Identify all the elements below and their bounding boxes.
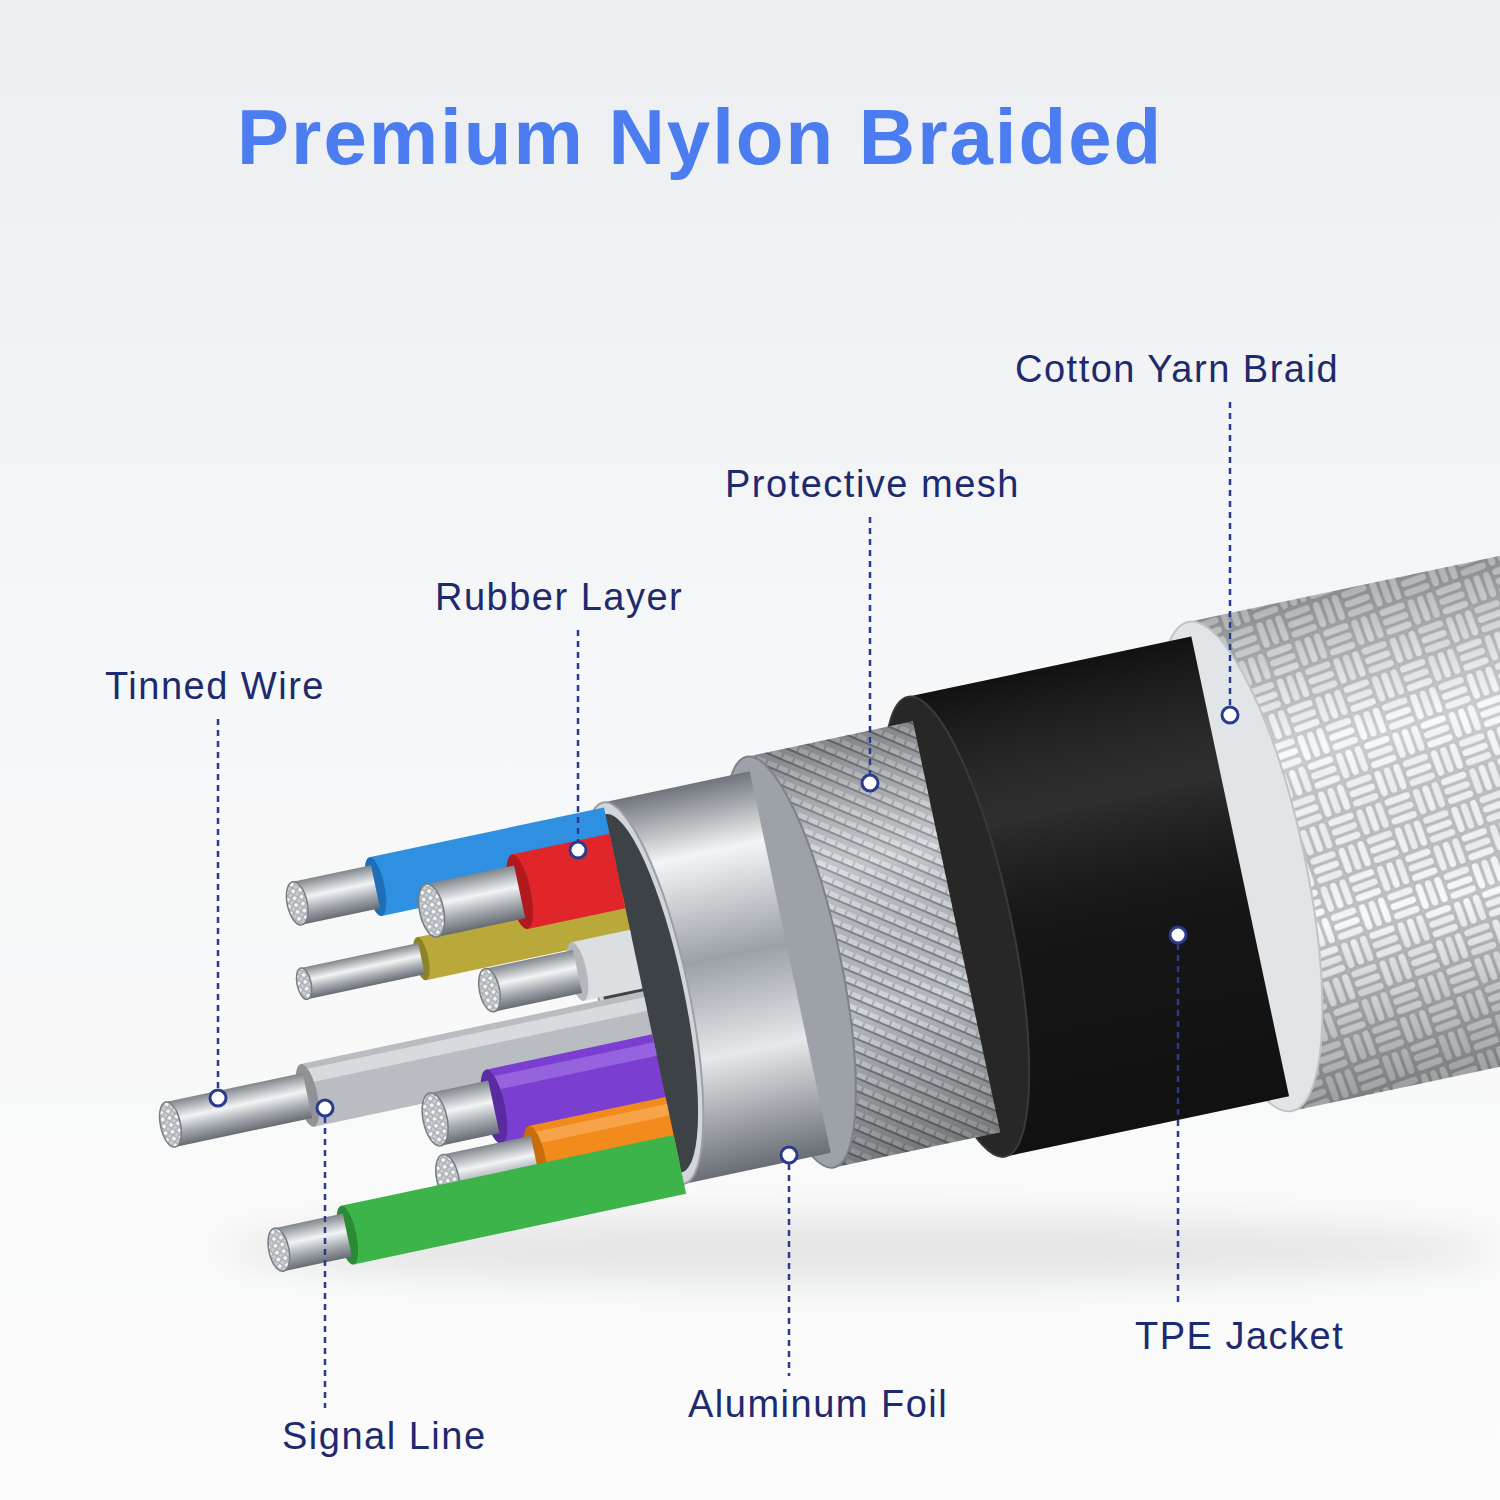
conductor-end xyxy=(294,967,314,1001)
part-label: TPE Jacket xyxy=(1135,1314,1344,1360)
leader-line xyxy=(1177,944,1180,1306)
part-label: Protective mesh xyxy=(725,462,1020,508)
conductor-end xyxy=(414,882,449,940)
leader-line xyxy=(869,517,872,774)
insulation-highlight xyxy=(530,1104,669,1145)
conductor-end xyxy=(156,1100,185,1149)
conductor xyxy=(301,943,425,999)
part-label: Tinned Wire xyxy=(105,664,325,710)
leader-dot xyxy=(317,1100,333,1116)
leader-dot xyxy=(781,1147,797,1163)
part-label: Aluminum Foil xyxy=(688,1382,948,1428)
conductor-end xyxy=(264,1226,293,1273)
insulation xyxy=(341,1135,686,1264)
cable xyxy=(102,476,1500,1341)
leader-line xyxy=(577,630,580,841)
leader-dot xyxy=(1222,707,1238,723)
wire-red xyxy=(412,834,625,950)
title: Premium Nylon Braided xyxy=(237,98,1163,176)
leader-line xyxy=(1229,402,1232,706)
leader-dot xyxy=(210,1090,226,1106)
leader-dot xyxy=(1170,927,1186,943)
leader-dot xyxy=(862,775,878,791)
conductor-end xyxy=(283,880,312,927)
conductor-end xyxy=(418,1090,453,1148)
leader-line xyxy=(217,719,220,1089)
insulation-highlight xyxy=(488,1042,657,1091)
part-label: Signal Line xyxy=(282,1414,487,1460)
part-label: Rubber Layer xyxy=(435,575,683,621)
part-label: Cotton Yarn Braid xyxy=(1015,347,1339,393)
conductor-end xyxy=(475,967,504,1014)
leader-dot xyxy=(570,842,586,858)
leader-line xyxy=(324,1117,327,1408)
wire-green xyxy=(263,1135,686,1281)
conductor xyxy=(166,1073,313,1147)
leader-line xyxy=(788,1164,791,1376)
